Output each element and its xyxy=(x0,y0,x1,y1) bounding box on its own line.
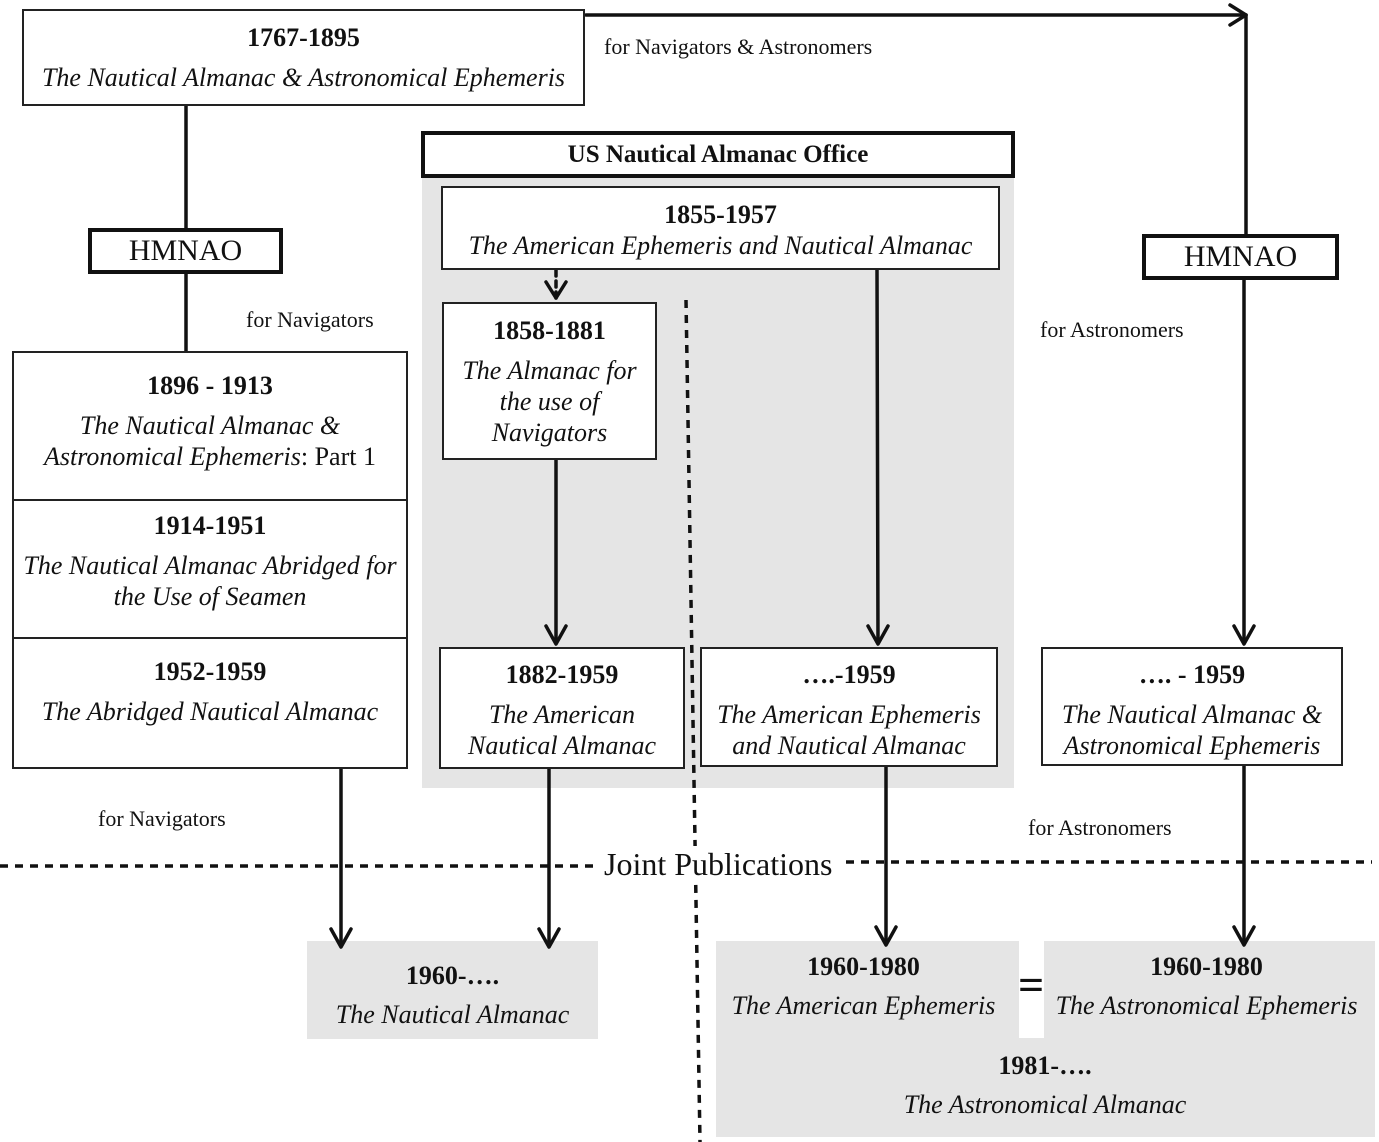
navigators-arrowhead xyxy=(544,280,568,300)
top-years: 1767-1895 xyxy=(247,23,360,52)
joint-astronomical-almanac-panel xyxy=(716,1038,1375,1137)
label-for-navigators-top: for Navigators xyxy=(246,307,374,332)
joint-nautical-years: 1960-…. xyxy=(405,961,500,990)
label-for-navigators-bottom: for Navigators xyxy=(98,806,226,831)
left-stack-item: 1914-1951 The Nautical Almanac Abridged … xyxy=(12,499,408,639)
us-office-vertical-divider xyxy=(684,299,702,1142)
left-stack-title: The Nautical Almanac Abridged for the Us… xyxy=(23,551,397,611)
top-publication-box: 1767-1895 The Nautical Almanac & Astrono… xyxy=(22,9,585,106)
joint-nautical-right-arrowhead xyxy=(537,927,561,949)
joint-nautical-left-arrowhead xyxy=(329,927,353,949)
top-title: The Nautical Almanac & Astronomical Ephe… xyxy=(41,63,566,92)
hmnao-right-box: HMNAO xyxy=(1142,234,1339,280)
american-nautical-years: 1882-1959 xyxy=(505,660,619,689)
us-office-header: US Nautical Almanac Office xyxy=(421,131,1015,178)
main-to-american-ephemeris-line xyxy=(875,268,880,644)
joint-astronomical-ephemeris-arrowhead xyxy=(1232,925,1256,947)
american-ephemeris-title: The American Ephemeris and Nautical Alma… xyxy=(717,700,981,760)
american-nautical-box: 1882-1959 The American Nautical Almanac xyxy=(439,647,685,769)
right-box-arrowhead xyxy=(1232,624,1256,646)
joint-american-ephemeris-title: The American Ephemeris xyxy=(731,991,996,1020)
us-main-box: 1855-1957 The American Ephemeris and Nau… xyxy=(441,186,1000,270)
american-nautical-arrowhead xyxy=(544,624,568,646)
us-main-years: 1855-1957 xyxy=(664,200,777,229)
joint-astronomical-ephemeris: 1960-1980 The Astronomical Ephemeris xyxy=(1044,951,1369,1021)
american-ephemeris-years: ….-1959 xyxy=(802,660,896,689)
equals-sign: = xyxy=(1018,959,1045,1010)
joint-astronomical-ephemeris-title: The Astronomical Ephemeris xyxy=(1055,991,1358,1020)
joint-astronomical-ephemeris-years: 1960-1980 xyxy=(1150,952,1263,981)
american-nautical-title: The American Nautical Almanac xyxy=(467,700,656,760)
navigators-title: The Almanac for the use of Navigators xyxy=(462,356,637,447)
left-stack-title: The Nautical Almanac & Astronomical Ephe… xyxy=(44,411,376,471)
joint-american-ephemeris-arrowhead xyxy=(874,925,898,947)
joint-astronomical-almanac: 1981-…. The Astronomical Almanac xyxy=(860,1050,1230,1120)
left-stack-years: 1914-1951 xyxy=(153,511,267,540)
joint-astronomical-almanac-years: 1981-…. xyxy=(998,1051,1092,1080)
joint-nautical-title: The Nautical Almanac xyxy=(335,1000,570,1029)
joint-american-ephemeris-years: 1960-1980 xyxy=(807,952,920,981)
left-stack-item: 1896 - 1913 The Nautical Almanac & Astro… xyxy=(12,351,408,501)
right-box-title: The Nautical Almanac & Astronomical Ephe… xyxy=(1061,700,1323,760)
right-publication-box: …. - 1959 The Nautical Almanac & Astrono… xyxy=(1041,647,1343,766)
label-for-astronomers-top: for Astronomers xyxy=(1040,317,1184,342)
navigators-almanac-box: 1858-1881 The Almanac for the use of Nav… xyxy=(442,302,657,460)
hmnao-left-box: HMNAO xyxy=(88,228,283,274)
left-stack-title: The Abridged Nautical Almanac xyxy=(41,697,379,726)
navigators-years: 1858-1881 xyxy=(493,316,606,345)
left-stack-years: 1896 - 1913 xyxy=(147,371,273,400)
label-for-astronomers-bottom: for Astronomers xyxy=(1028,815,1172,840)
american-ephemeris-arrowhead xyxy=(866,624,890,646)
joint-nautical-almanac: 1960-…. The Nautical Almanac xyxy=(307,960,598,1030)
joint-american-ephemeris: 1960-1980 The American Ephemeris xyxy=(716,951,1011,1021)
american-ephemeris-box: ….-1959 The American Ephemeris and Nauti… xyxy=(700,647,998,767)
left-stack-item: 1952-1959 The Abridged Nautical Almanac xyxy=(12,637,408,769)
label-navigators-astronomers: for Navigators & Astronomers xyxy=(604,34,873,59)
joint-astronomical-almanac-title: The Astronomical Almanac xyxy=(903,1090,1187,1119)
right-box-years: …. - 1959 xyxy=(1138,660,1246,689)
us-main-title: The American Ephemeris and Nautical Alma… xyxy=(468,231,973,260)
joint-publications-label: Joint Publications xyxy=(600,846,837,882)
joint-nautical-panel xyxy=(307,941,598,1039)
left-stack-years: 1952-1959 xyxy=(153,657,267,686)
